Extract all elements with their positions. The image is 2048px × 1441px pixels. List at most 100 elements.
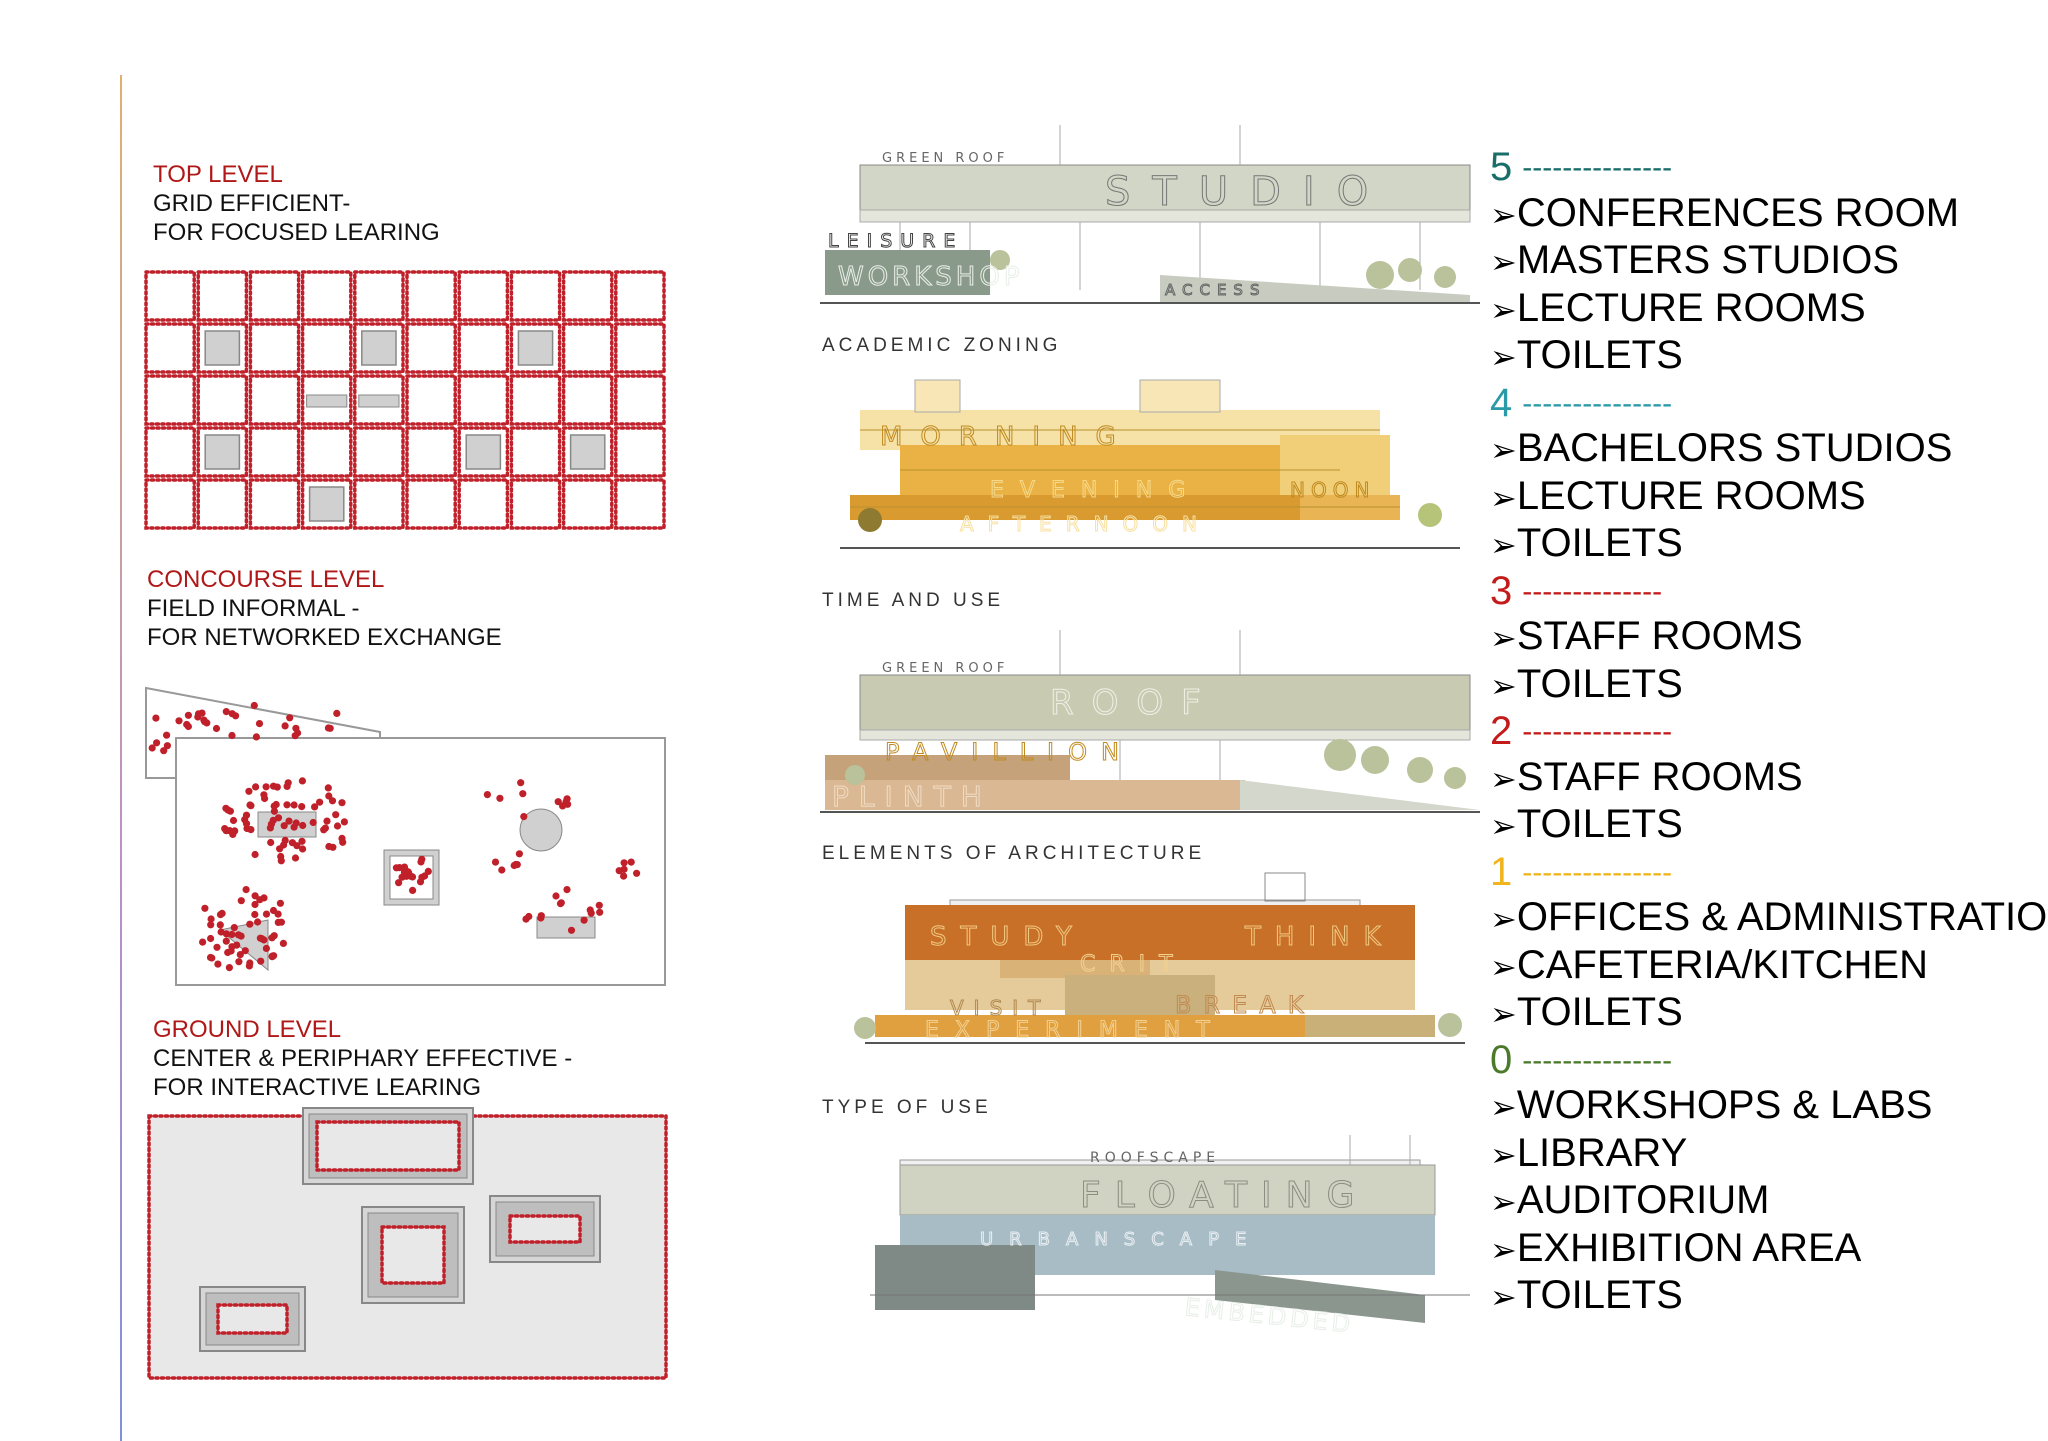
- section-time-and-use: MORNING EVENING NOON AFTERNOON: [840, 379, 1460, 549]
- grid-cell: [300, 426, 353, 478]
- crowd-dot: [513, 861, 521, 869]
- floor-program-item: ➢STAFF ROOMS: [1490, 614, 2048, 662]
- crowd-dot: [483, 791, 491, 799]
- grid-cell: [509, 426, 562, 478]
- concourse-level-label: CONCOURSE LEVEL FIELD INFORMAL - FOR NET…: [147, 565, 502, 652]
- label-access: ACCESS: [1165, 281, 1266, 299]
- floor-item-label: TOILETS: [1516, 333, 1683, 377]
- crowd-dot: [323, 817, 331, 825]
- top-level-title: TOP LEVEL: [153, 161, 283, 188]
- arrow-bullet-icon: ➢: [1490, 432, 1517, 468]
- crowd-dot: [424, 867, 432, 875]
- label-visit: VISIT: [950, 996, 1050, 1020]
- crowd-dot: [201, 718, 209, 726]
- crowd-dot: [217, 928, 225, 936]
- grid-cell: [509, 322, 562, 374]
- crowd-dot: [316, 798, 324, 806]
- crowd-dot: [329, 843, 337, 851]
- floor-item-label: STAFF ROOMS: [1516, 754, 1803, 799]
- crowd-dot: [242, 886, 250, 894]
- crowd-dot: [567, 926, 576, 934]
- crowd-dot: [148, 744, 156, 752]
- crowd-dot: [325, 792, 333, 800]
- grid-cell: [457, 478, 510, 530]
- arrow-bullet-icon: ➢: [1490, 1136, 1517, 1173]
- crowd-dot: [267, 838, 275, 847]
- crowd-dot: [268, 934, 276, 942]
- crowd-dot: [184, 711, 192, 719]
- crowd-dot: [299, 821, 307, 830]
- arrow-bullet-icon: ➢: [1490, 948, 1517, 985]
- crowd-dot: [281, 722, 289, 730]
- crowd-dot: [228, 710, 236, 718]
- floor-5-heading: 5---------------: [1490, 145, 2048, 191]
- floor-divider: ---------------: [1522, 151, 1673, 184]
- label-workshop: WORKSHOP: [838, 262, 1024, 292]
- grid-block: [308, 486, 345, 522]
- crowd-dot: [153, 739, 161, 747]
- crowd-dot: [633, 869, 641, 877]
- crowd-dot: [208, 954, 216, 962]
- grid-cell: [300, 270, 353, 322]
- crowd-dot: [199, 938, 207, 946]
- grid-cell: [509, 478, 562, 530]
- crowd-dot: [276, 899, 284, 907]
- caption-time-and-use: TIME AND USE: [822, 590, 1005, 611]
- crowd-dot: [216, 921, 224, 929]
- floor-number: 3: [1490, 568, 1513, 613]
- floor-item-label: BACHELORS STUDIOS: [1516, 426, 1953, 470]
- label-green-roof: GREEN ROOF: [882, 151, 1008, 166]
- crowd-dot: [231, 827, 239, 835]
- courtyard-inner: [315, 1120, 461, 1172]
- arrow-bullet-icon: ➢: [1490, 527, 1517, 563]
- floor-program-item: ➢OFFICES & ADMINISTRATION: [1490, 895, 2048, 943]
- grid-cell: [405, 322, 457, 374]
- floor-number: 2: [1490, 709, 1513, 753]
- grid-cell: [248, 478, 301, 530]
- crowd-dot: [184, 722, 192, 731]
- floor-divider: ---------------: [1522, 855, 1673, 889]
- floor-program-item: ➢LECTURE ROOMS: [1490, 286, 2048, 334]
- grid-cell: [196, 426, 249, 478]
- floor-divider: ---------------: [1522, 1043, 1673, 1077]
- crowd-dot: [298, 837, 306, 845]
- label-leisure: LEISURE: [828, 230, 963, 252]
- floor-program-item: ➢CAFETERIA/KITCHEN: [1490, 943, 2048, 991]
- floor-program-item: ➢TOILETS: [1490, 521, 2048, 569]
- top-level-label: TOP LEVEL GRID EFFICIENT- FOR FOCUSED LE…: [153, 160, 440, 247]
- crowd-dot: [207, 934, 215, 943]
- concourse-level-line2: FOR NETWORKED EXCHANGE: [147, 624, 502, 651]
- crowd-dot: [241, 816, 249, 824]
- caption-type-of-use: TYPE OF USE: [822, 1097, 992, 1118]
- section-academic-zoning: GREEN ROOF STUDIO LEISURE WORKSHOP ACCES…: [820, 125, 1480, 304]
- concourse-level-title: CONCOURSE LEVEL: [147, 566, 385, 593]
- crowd-dot: [557, 899, 565, 907]
- crowd-dot: [340, 818, 348, 826]
- crowd-dot: [229, 816, 238, 825]
- crowd-dot: [333, 822, 342, 830]
- floor-4-heading: 4---------------: [1490, 381, 2048, 427]
- grid-cell: [196, 374, 249, 426]
- crowd-dot: [595, 901, 603, 909]
- crowd-dot: [250, 701, 258, 710]
- label-morning: MORNING: [880, 422, 1134, 452]
- arrow-bullet-icon: ➢: [1490, 996, 1517, 1032]
- grid-cell: [561, 426, 614, 478]
- crowd-dot: [267, 820, 275, 828]
- crowd-dot: [519, 790, 527, 798]
- floor-item-label: CONFERENCES ROOM: [1516, 190, 1960, 235]
- floor-item-label: MASTERS STUDIOS: [1516, 238, 1900, 282]
- crowd-dot: [246, 801, 254, 809]
- grid-cell: [196, 270, 249, 322]
- floor-item-label: AUDITORIUM: [1516, 1178, 1770, 1222]
- grid-cell: [144, 374, 196, 426]
- grid-cell: [353, 374, 405, 426]
- arrow-bullet-icon: ➢: [1490, 291, 1517, 328]
- top-level-grid-diagram: [144, 270, 666, 530]
- ground-level-periphery-diagram: [147, 1107, 668, 1380]
- crowd-dot: [496, 794, 504, 802]
- label-think: THINK: [1244, 922, 1395, 952]
- floor-program-item: ➢TOILETS: [1490, 802, 2048, 850]
- grid-cell: [353, 426, 405, 478]
- top-level-line2: FOR FOCUSED LEARING: [153, 219, 440, 246]
